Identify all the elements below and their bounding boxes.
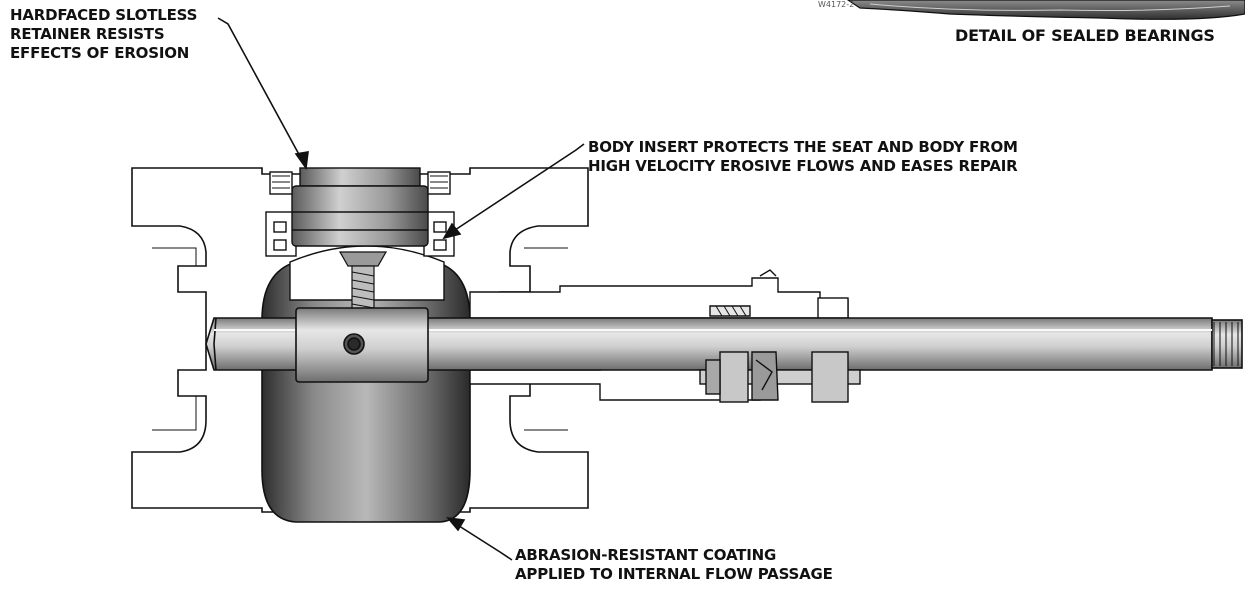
disk-hub xyxy=(295,307,429,383)
insert-leader xyxy=(451,143,585,233)
callout-line: APPLIED TO INTERNAL FLOW PASSAGE xyxy=(515,565,833,583)
insert-arrow xyxy=(442,222,462,240)
retainer-leader xyxy=(217,17,303,161)
callout-line: EFFECTS OF EROSION xyxy=(10,44,190,62)
hardfaced-retainer xyxy=(269,167,451,247)
coating-leader xyxy=(455,523,513,561)
callout-line: BODY INSERT PROTECTS THE SEAT AND BODY F… xyxy=(588,138,1018,156)
sealed-bearings-detail-fragment xyxy=(846,0,1245,20)
callout-line: RETAINER RESISTS xyxy=(10,25,165,43)
callout-line: ABRASION-RESISTANT COATING xyxy=(515,546,777,564)
body-insert xyxy=(265,211,455,257)
leader-lines xyxy=(217,17,585,561)
packing-nut-assembly xyxy=(699,351,861,403)
retainer-arrow xyxy=(294,151,309,171)
coating-arrow xyxy=(446,516,466,532)
detail-title: DETAIL OF SEALED BEARINGS xyxy=(955,26,1215,45)
shaft-bearing-housing xyxy=(469,269,849,319)
callout-body-insert: BODY INSERT PROTECTS THE SEAT AND BODY F… xyxy=(588,138,1018,176)
set-screw xyxy=(338,251,388,311)
figure-id: W4172-2 xyxy=(818,0,855,9)
callout-line: HARDFACED SLOTLESS xyxy=(10,6,198,24)
callout-line: HIGH VELOCITY EROSIVE FLOWS AND EASES RE… xyxy=(588,157,1018,175)
callout-retainer: HARDFACED SLOTLESS RETAINER RESISTS EFFE… xyxy=(10,6,197,63)
callout-coating: ABRASION-RESISTANT COATING APPLIED TO IN… xyxy=(515,546,833,584)
